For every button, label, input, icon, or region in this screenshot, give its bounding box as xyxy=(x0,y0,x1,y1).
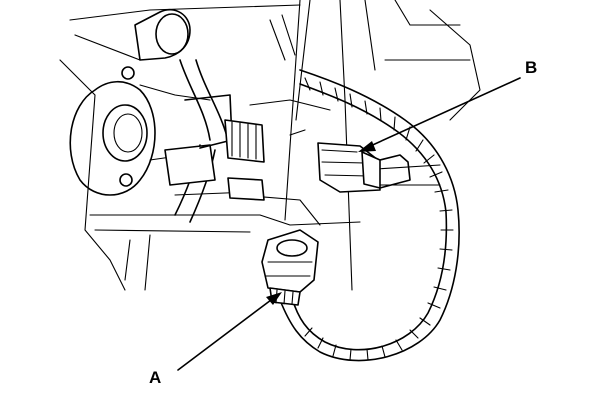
upper-cylinder xyxy=(134,8,296,61)
main-harness xyxy=(164,59,233,223)
callout-label-b: B xyxy=(525,58,538,77)
sensor-housing xyxy=(69,66,211,196)
connector-b xyxy=(317,142,411,193)
connector-a xyxy=(261,229,319,306)
harness-loop xyxy=(279,69,460,362)
leader-arrow-a xyxy=(177,292,282,371)
callout-label-a: A xyxy=(149,368,162,387)
upper-connector xyxy=(224,119,265,201)
leader-arrow-b xyxy=(358,77,521,152)
